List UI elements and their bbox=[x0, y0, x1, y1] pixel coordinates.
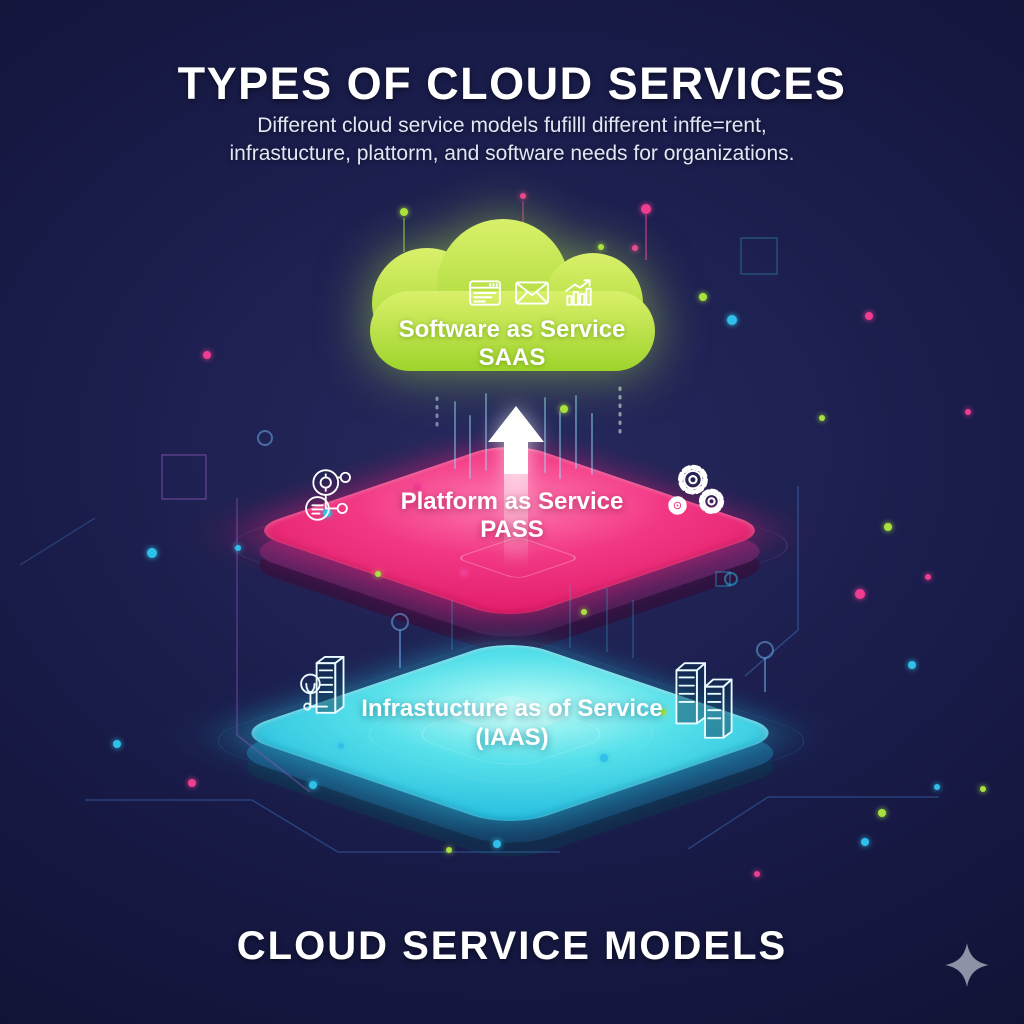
footer-title: CLOUD SERVICE MODELS bbox=[236, 924, 788, 968]
saas-acronym: SAAS bbox=[478, 344, 546, 371]
saas-cloud-shape bbox=[370, 219, 655, 371]
paas-name: Platform as Service bbox=[400, 488, 624, 515]
page-title: TYPES OF CLOUD SERVICES bbox=[177, 58, 847, 109]
iaas-name: Infrastucture as of Service bbox=[361, 695, 663, 722]
iaas-acronym: (IAAS) bbox=[475, 724, 549, 751]
iaas-label: Infrastucture as of Service (IAAS) bbox=[212, 694, 812, 752]
mail-icon bbox=[515, 281, 549, 305]
up-arrow-icon bbox=[488, 406, 544, 568]
saas-name: Software as Service bbox=[398, 316, 626, 343]
gears-icon bbox=[668, 464, 725, 515]
sparkle-icon bbox=[945, 943, 989, 987]
paas-acronym: PASS bbox=[480, 516, 544, 543]
server-search-icon bbox=[300, 656, 345, 714]
saas-icon-row bbox=[468, 278, 596, 308]
page-subtitle: Different cloud service models fufilll d… bbox=[0, 112, 1024, 168]
subtitle-line-1: Different cloud service models fufilll d… bbox=[257, 114, 767, 137]
saas-label: Software as Service SAAS bbox=[212, 316, 812, 372]
subtitle-line-2: infrastucture, plattorm, and software ne… bbox=[229, 142, 795, 165]
server-rack-icon bbox=[675, 662, 733, 739]
bar-chart-icon bbox=[565, 279, 592, 306]
browser-icon bbox=[469, 280, 501, 306]
workflow-icon bbox=[305, 469, 351, 521]
paas-label: Platform as Service PASS bbox=[212, 488, 812, 544]
